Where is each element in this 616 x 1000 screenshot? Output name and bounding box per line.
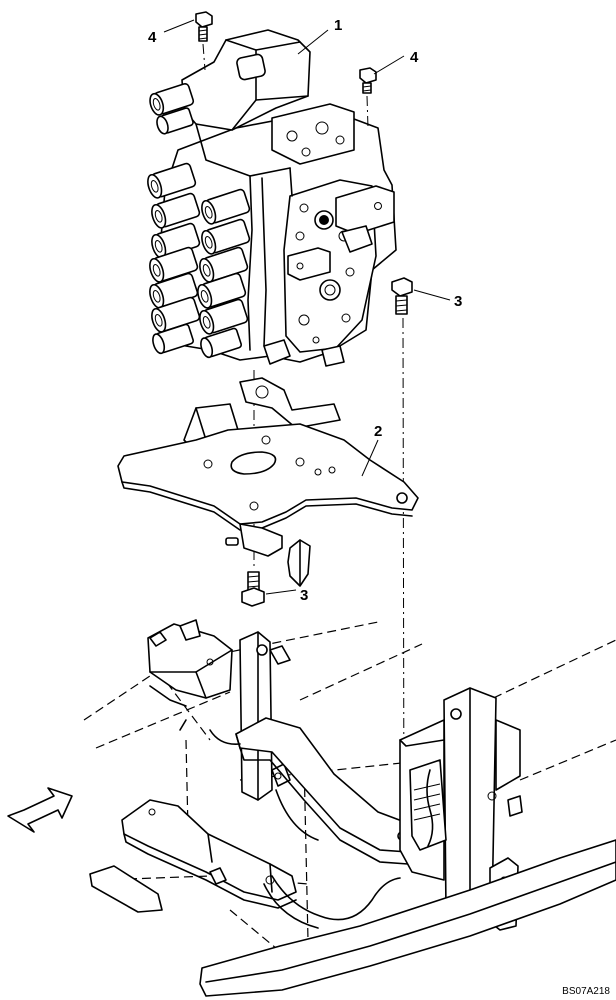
callout-4-left: 4 bbox=[148, 29, 157, 46]
drawing-code: BS07A218 bbox=[562, 986, 610, 997]
callout-4-right: 4 bbox=[410, 49, 419, 66]
forward-arrow-icon bbox=[7, 787, 73, 833]
callout-2: 2 bbox=[374, 423, 382, 440]
valve-spool-caps bbox=[147, 82, 251, 359]
bolt-4-left bbox=[195, 11, 213, 42]
bolt-3-upper bbox=[391, 277, 413, 315]
callout-1: 1 bbox=[334, 17, 342, 34]
bolt-4-right bbox=[359, 67, 377, 94]
bolt-3-lower bbox=[241, 571, 265, 607]
machine-frame bbox=[83, 619, 616, 997]
callout-3-upper: 3 bbox=[454, 293, 462, 310]
mounting-plate bbox=[117, 377, 419, 587]
callout-leaders bbox=[163, 19, 451, 595]
callout-3-lower: 3 bbox=[300, 587, 308, 604]
